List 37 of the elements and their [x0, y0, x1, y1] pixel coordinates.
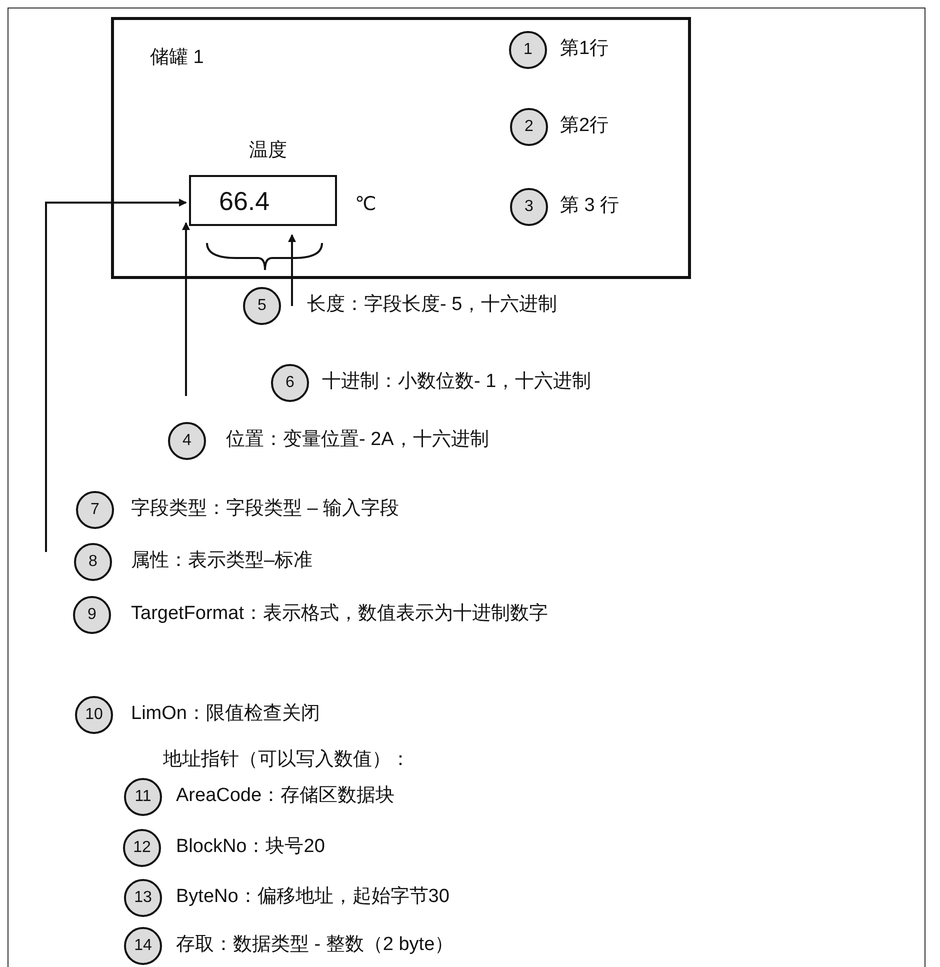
callout-text: AreaCode：存储区数据块 — [176, 784, 395, 808]
field-caption: 温度 — [249, 139, 287, 163]
callout-number: 6 — [271, 364, 309, 402]
arrow — [45, 198, 187, 552]
panel-title: 储罐 1 — [150, 46, 204, 70]
callout-text: 长度：字段长度- 5，十六进制 — [307, 293, 558, 317]
callout-number: 12 — [123, 829, 161, 867]
callout-number: 7 — [76, 491, 114, 529]
callout-text: 存取：数据类型 - 整数（2 byte） — [176, 933, 454, 957]
callout-text: 位置：变量位置- 2A，十六进制 — [226, 428, 489, 452]
callout-number: 11 — [124, 778, 162, 816]
callout-number: 14 — [124, 927, 162, 965]
callout-number: 8 — [74, 543, 112, 581]
callout-text: LimOn：限值检查关闭 — [131, 702, 320, 726]
callout-text: 第2行 — [560, 114, 609, 138]
note-text: 地址指针（可以写入数值）： — [163, 748, 410, 772]
callout-number: 9 — [73, 596, 111, 634]
callout-number: 1 — [509, 31, 547, 69]
callout-text: 第1行 — [560, 37, 609, 61]
callout-text: 属性：表示类型–标准 — [131, 549, 313, 573]
callout-number: 13 — [124, 879, 162, 917]
unit-label: ℃ — [355, 193, 376, 217]
callout-text: TargetFormat：表示格式，数值表示为十进制数字 — [131, 602, 548, 626]
screen-panel — [111, 17, 691, 279]
callout-number: 2 — [510, 108, 548, 146]
output-field: 66.4 — [189, 175, 337, 226]
arrow — [288, 234, 296, 306]
callout-number: 4 — [168, 422, 206, 460]
callout-text: 字段类型：字段类型 – 输入字段 — [131, 497, 400, 521]
callout-text: ByteNo：偏移地址，起始字节30 — [176, 885, 450, 909]
callout-number: 10 — [75, 696, 113, 734]
arrow — [182, 222, 190, 396]
callout-text: BlockNo：块号20 — [176, 835, 325, 859]
callout-number: 3 — [510, 188, 548, 226]
callout-number: 5 — [243, 287, 281, 325]
callout-text: 十进制：小数位数- 1，十六进制 — [322, 370, 592, 394]
callout-text: 第 3 行 — [560, 194, 620, 218]
